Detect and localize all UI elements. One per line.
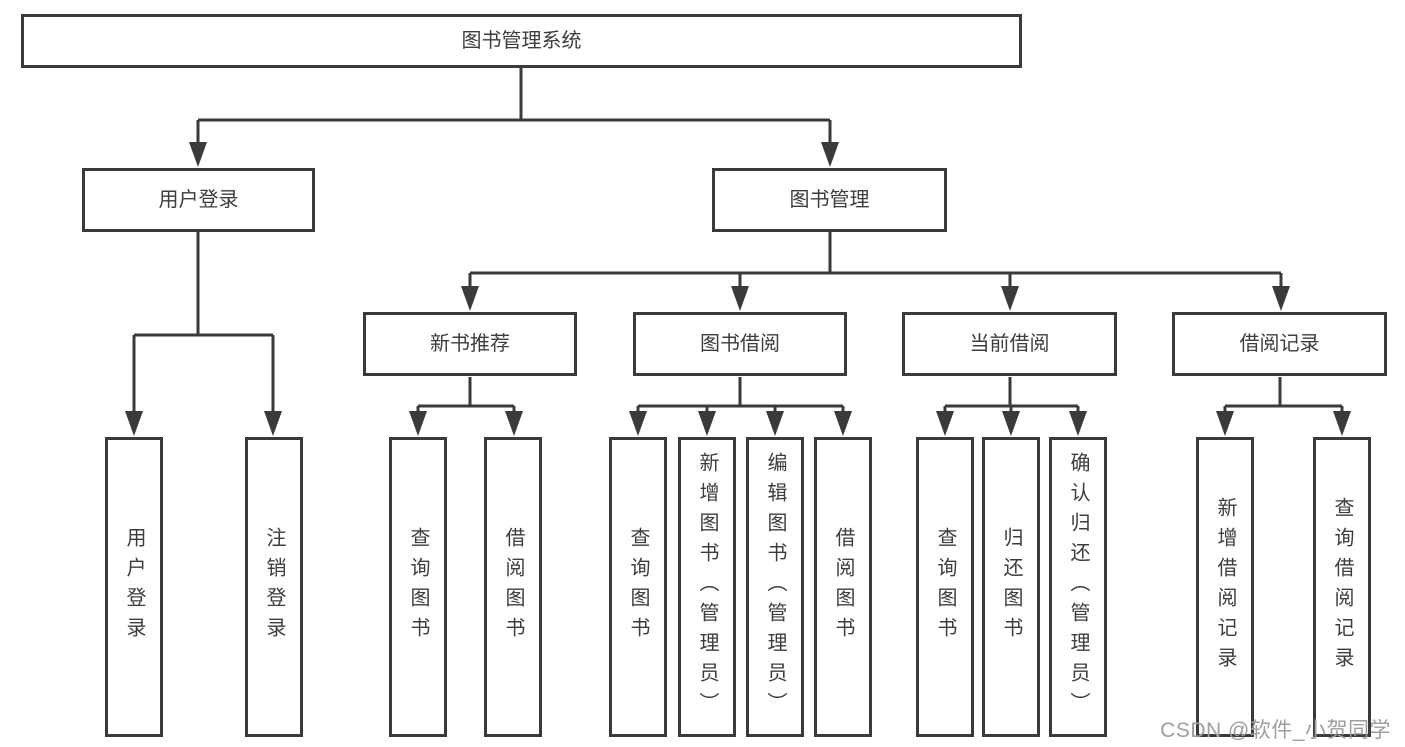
leaf-query-books-borrow: 查询图书: [609, 437, 667, 737]
node-label: 新书推荐: [430, 333, 510, 355]
arrow-down-icon: [125, 411, 143, 436]
arrow-down-icon: [409, 411, 427, 436]
arrow-down-icon: [936, 411, 954, 436]
node-borrowing-records: 借阅记录: [1172, 312, 1387, 376]
node-label: 图书借阅: [700, 333, 780, 355]
leaf-query-books-current: 查询图书: [916, 437, 974, 737]
arrow-down-icon: [264, 411, 282, 436]
node-label: 编辑图书（管理员）: [764, 452, 786, 722]
leaf-borrow-books: 借阅图书: [814, 437, 872, 737]
arrow-down-icon: [1069, 411, 1087, 436]
leaf-query-books-recommend: 查询图书: [389, 437, 447, 737]
arrow-down-icon: [1216, 411, 1234, 436]
arrow-down-icon: [1272, 286, 1290, 311]
node-label: 查询借阅记录: [1331, 497, 1353, 677]
node-label: 查询图书: [407, 527, 429, 647]
node-label: 新增借阅记录: [1214, 497, 1236, 677]
arrow-down-icon: [189, 142, 207, 167]
arrow-down-icon: [461, 286, 479, 311]
arrow-down-icon: [1333, 411, 1351, 436]
leaf-borrow-books-recommend: 借阅图书: [484, 437, 542, 737]
arrow-down-icon: [1001, 286, 1019, 311]
node-label: 图书管理: [789, 189, 870, 211]
node-user-login: 用户登录: [82, 168, 315, 232]
csdn-watermark: CSDN @软件_小贺同学: [1160, 719, 1391, 742]
node-label: 注销登录: [263, 527, 285, 647]
leaf-logout: 注销登录: [245, 437, 303, 737]
node-book-management: 图书管理: [712, 168, 947, 232]
arrow-down-icon: [834, 411, 852, 436]
node-label: 归还图书: [1000, 527, 1022, 647]
arrow-down-icon: [505, 411, 523, 436]
leaf-confirm-return-admin: 确认归还（管理员）: [1049, 437, 1107, 737]
node-label: 借阅记录: [1239, 333, 1320, 355]
leaf-add-borrow-record: 新增借阅记录: [1196, 437, 1254, 737]
arrow-down-icon: [698, 411, 716, 436]
node-label: 用户登录: [158, 189, 239, 211]
node-label: 图书管理系统: [461, 30, 582, 52]
node-label: 借阅图书: [502, 527, 524, 647]
leaf-add-books-admin: 新增图书（管理员）: [678, 437, 736, 737]
arrow-down-icon: [821, 142, 839, 167]
node-current-borrowing: 当前借阅: [902, 312, 1117, 376]
node-label: 用户登录: [123, 527, 145, 647]
node-label: 新增图书（管理员）: [696, 452, 718, 722]
leaf-user-login: 用户登录: [105, 437, 163, 737]
leaf-return-books: 归还图书: [982, 437, 1040, 737]
node-label: 查询图书: [627, 527, 649, 647]
arrow-down-icon: [731, 286, 749, 311]
node-book-borrowing: 图书借阅: [633, 312, 847, 376]
arrow-down-icon: [1002, 411, 1020, 436]
node-label: 借阅图书: [832, 527, 854, 647]
leaf-edit-books-admin: 编辑图书（管理员）: [746, 437, 804, 737]
node-new-book-recommendation: 新书推荐: [363, 312, 577, 376]
arrow-down-icon: [629, 411, 647, 436]
node-label: 确认归还（管理员）: [1067, 452, 1089, 722]
node-label: 查询图书: [934, 527, 956, 647]
arrow-down-icon: [766, 411, 784, 436]
node-label: 当前借阅: [969, 333, 1050, 355]
node-root-system: 图书管理系统: [21, 14, 1022, 68]
leaf-query-borrow-record: 查询借阅记录: [1313, 437, 1371, 737]
